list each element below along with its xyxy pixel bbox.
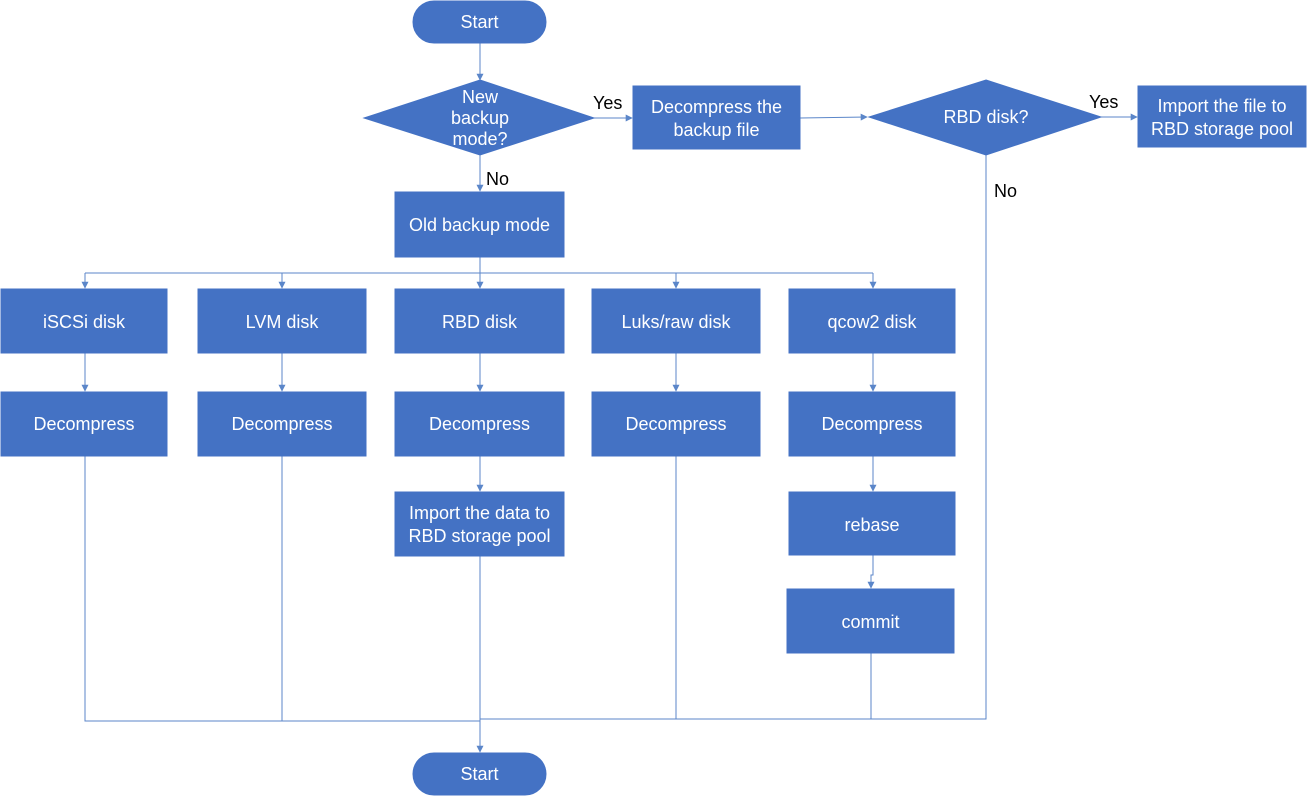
connector-decompress-to-rbd-question — [799, 113, 868, 121]
start-bottom-label: Start — [460, 764, 498, 784]
rbd-disk-decision: RBD disk? — [867, 79, 1103, 156]
rbd-disk-node: RBD disk — [394, 288, 565, 354]
decompress-backup-line-2: backup file — [673, 120, 759, 140]
old-backup-mode-node: Old backup mode — [394, 191, 565, 258]
decision-line-2: backup — [451, 108, 509, 128]
edge-label-no-new-mode: No — [486, 169, 509, 189]
rbd-decompress-label: Decompress — [429, 414, 530, 434]
iscsi-disk-node: iSCSi disk — [0, 288, 168, 354]
lvm-disk-node: LVM disk — [197, 288, 367, 354]
connector-rebase-to-commit — [867, 555, 875, 589]
import-file-line-2: RBD storage pool — [1151, 119, 1293, 139]
iscsi-decompress-node: Decompress — [0, 391, 168, 457]
new-backup-mode-decision: New backup mode? — [362, 79, 596, 156]
luks-decompress-node: Decompress — [591, 391, 761, 457]
rebase-node: rebase — [788, 491, 956, 556]
luks-raw-disk-node: Luks/raw disk — [591, 288, 761, 354]
decision-line-3: mode? — [452, 129, 507, 149]
qcow2-disk-node: qcow2 disk — [788, 288, 956, 354]
import-data-line-1: Import the data to — [409, 503, 550, 523]
edge-label-no-rbd: No — [994, 181, 1017, 201]
decompress-backup-file-node: Decompress the backup file — [632, 85, 801, 150]
iscsi-disk-label: iSCSi disk — [43, 312, 126, 332]
lvm-decompress-node: Decompress — [197, 391, 367, 457]
start-top-label: Start — [460, 12, 498, 32]
luks-raw-disk-label: Luks/raw disk — [621, 312, 731, 332]
qcow2-decompress-label: Decompress — [821, 414, 922, 434]
import-data-line-2: RBD storage pool — [408, 526, 550, 546]
connector-rbd-no-merge — [480, 155, 987, 720]
old-mode-label: Old backup mode — [409, 215, 550, 235]
iscsi-decompress-label: Decompress — [33, 414, 134, 434]
import-data-node: Import the data to RBD storage pool — [394, 491, 565, 557]
qcow2-disk-label: qcow2 disk — [827, 312, 917, 332]
import-file-line-1: Import the file to — [1157, 96, 1286, 116]
edge-label-yes-new-mode: Yes — [593, 93, 622, 113]
import-file-node: Import the file to RBD storage pool — [1137, 85, 1307, 148]
connector-lvm-merge — [281, 456, 480, 722]
rebase-label: rebase — [844, 515, 899, 535]
lvm-decompress-label: Decompress — [231, 414, 332, 434]
connectors — [81, 43, 1138, 753]
qcow2-decompress-node: Decompress — [788, 391, 956, 457]
rbd-decision-label: RBD disk? — [943, 107, 1028, 127]
rbd-decompress-node: Decompress — [394, 391, 565, 457]
commit-label: commit — [842, 612, 900, 632]
luks-decompress-label: Decompress — [625, 414, 726, 434]
start-node-top: Start — [412, 0, 547, 44]
decompress-backup-line-1: Decompress the — [651, 97, 782, 117]
rbd-disk-label: RBD disk — [442, 312, 518, 332]
lvm-disk-label: LVM disk — [246, 312, 320, 332]
decision-line-1: New — [462, 87, 499, 107]
start-node-bottom: Start — [412, 752, 547, 796]
commit-node: commit — [786, 588, 955, 654]
edge-label-yes-rbd: Yes — [1089, 92, 1118, 112]
